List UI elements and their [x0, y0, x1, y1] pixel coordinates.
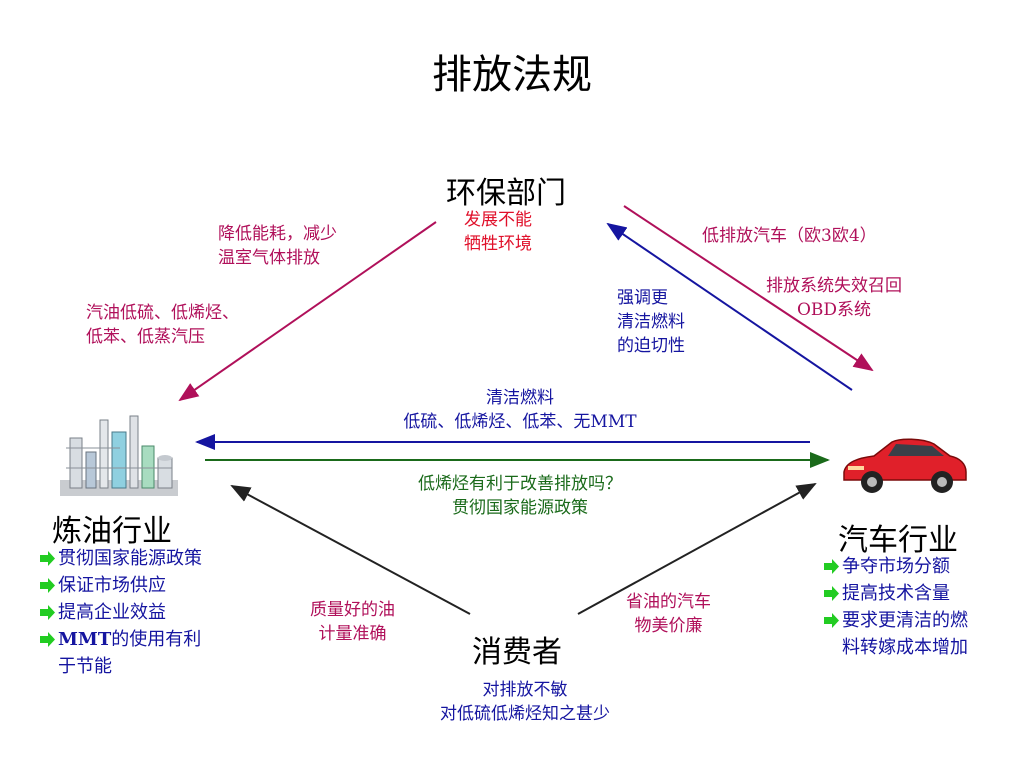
green-arrow-icon [40, 551, 55, 566]
list-item: 保证市场供应 [38, 572, 202, 599]
arrow-env-to-auto [623, 205, 874, 372]
label-quality-oil: 质量好的油 计量准确 [310, 600, 395, 644]
refinery-list: 贯彻国家能源政策 保证市场供应 提高企业效益 MMT的使用有利 于节能 [38, 545, 202, 680]
arrow-auto-to-env [606, 222, 853, 391]
list-item: 提高企业效益 [38, 599, 202, 626]
list-item-label: 提高企业效益 [58, 602, 166, 623]
list-item: MMT的使用有利 于节能 [38, 626, 202, 680]
list-item: 提高技术含量 [822, 580, 968, 607]
label-olefin-question: 低烯烃有利于改善排放吗？ 贯彻国家能源政策 [418, 474, 622, 518]
arrow-env-to-refinery [178, 221, 437, 402]
refinery-icon [60, 415, 178, 496]
label-clean-fuel: 清洁燃料 低硫、低烯烃、低苯、无MMT [403, 388, 637, 432]
mmt-bold-label: MMT [58, 629, 112, 650]
green-arrow-icon [824, 613, 839, 628]
label-reduce-energy: 降低能耗，减少 温室气体排放 [218, 224, 337, 268]
list-item-label: 提高技术含量 [842, 583, 950, 604]
car-icon [843, 438, 967, 493]
node-consumer: 消费者 [472, 635, 562, 670]
label-low-emission-car: 低排放汽车（欧3欧4） [702, 226, 877, 246]
green-arrow-icon [824, 559, 839, 574]
node-refinery: 炼油行业 [52, 514, 172, 549]
label-fuel-saving-car: 省油的汽车 物美价廉 [626, 592, 711, 636]
list-item-label: 争夺市场分额 [842, 556, 950, 577]
label-recall: 排放系统失效召回 OBD系统 [766, 276, 902, 320]
mmt-text: 的使用有利 于节能 [58, 629, 202, 677]
consumer-subtitle: 对排放不敏 对低硫低烯烃知之甚少 [440, 680, 610, 724]
arrow-consumer-to-auto [577, 483, 817, 615]
page-title: 排放法规 [432, 52, 592, 98]
env-subtitle: 发展不能 牺牲环境 [464, 210, 532, 254]
list-item: 要求更清洁的燃 料转嫁成本增加 [822, 607, 968, 661]
arrow-consumer-to-refinery [230, 485, 471, 615]
list-item: 争夺市场分额 [822, 553, 968, 580]
auto-list: 争夺市场分额 提高技术含量 要求更清洁的燃 料转嫁成本增加 [822, 553, 968, 661]
green-arrow-icon [40, 578, 55, 593]
green-arrow-icon [824, 586, 839, 601]
list-item-label: MMT的使用有利 于节能 [58, 626, 201, 680]
node-auto: 汽车行业 [838, 523, 958, 558]
list-item: 贯彻国家能源政策 [38, 545, 202, 572]
list-item-label: 贯彻国家能源政策 [58, 548, 202, 569]
list-item-label: 保证市场供应 [58, 575, 166, 596]
node-env-dept: 环保部门 [446, 176, 566, 211]
green-arrow-icon [40, 605, 55, 620]
label-fuel-specs: 汽油低硫、低烯烃、 低苯、低蒸汽压 [86, 303, 239, 347]
green-arrow-icon [40, 632, 55, 647]
list-item-label: 要求更清洁的燃 料转嫁成本增加 [842, 610, 968, 658]
label-clean-fuel-urgency: 强调更 清洁燃料 的迫切性 [617, 288, 685, 356]
